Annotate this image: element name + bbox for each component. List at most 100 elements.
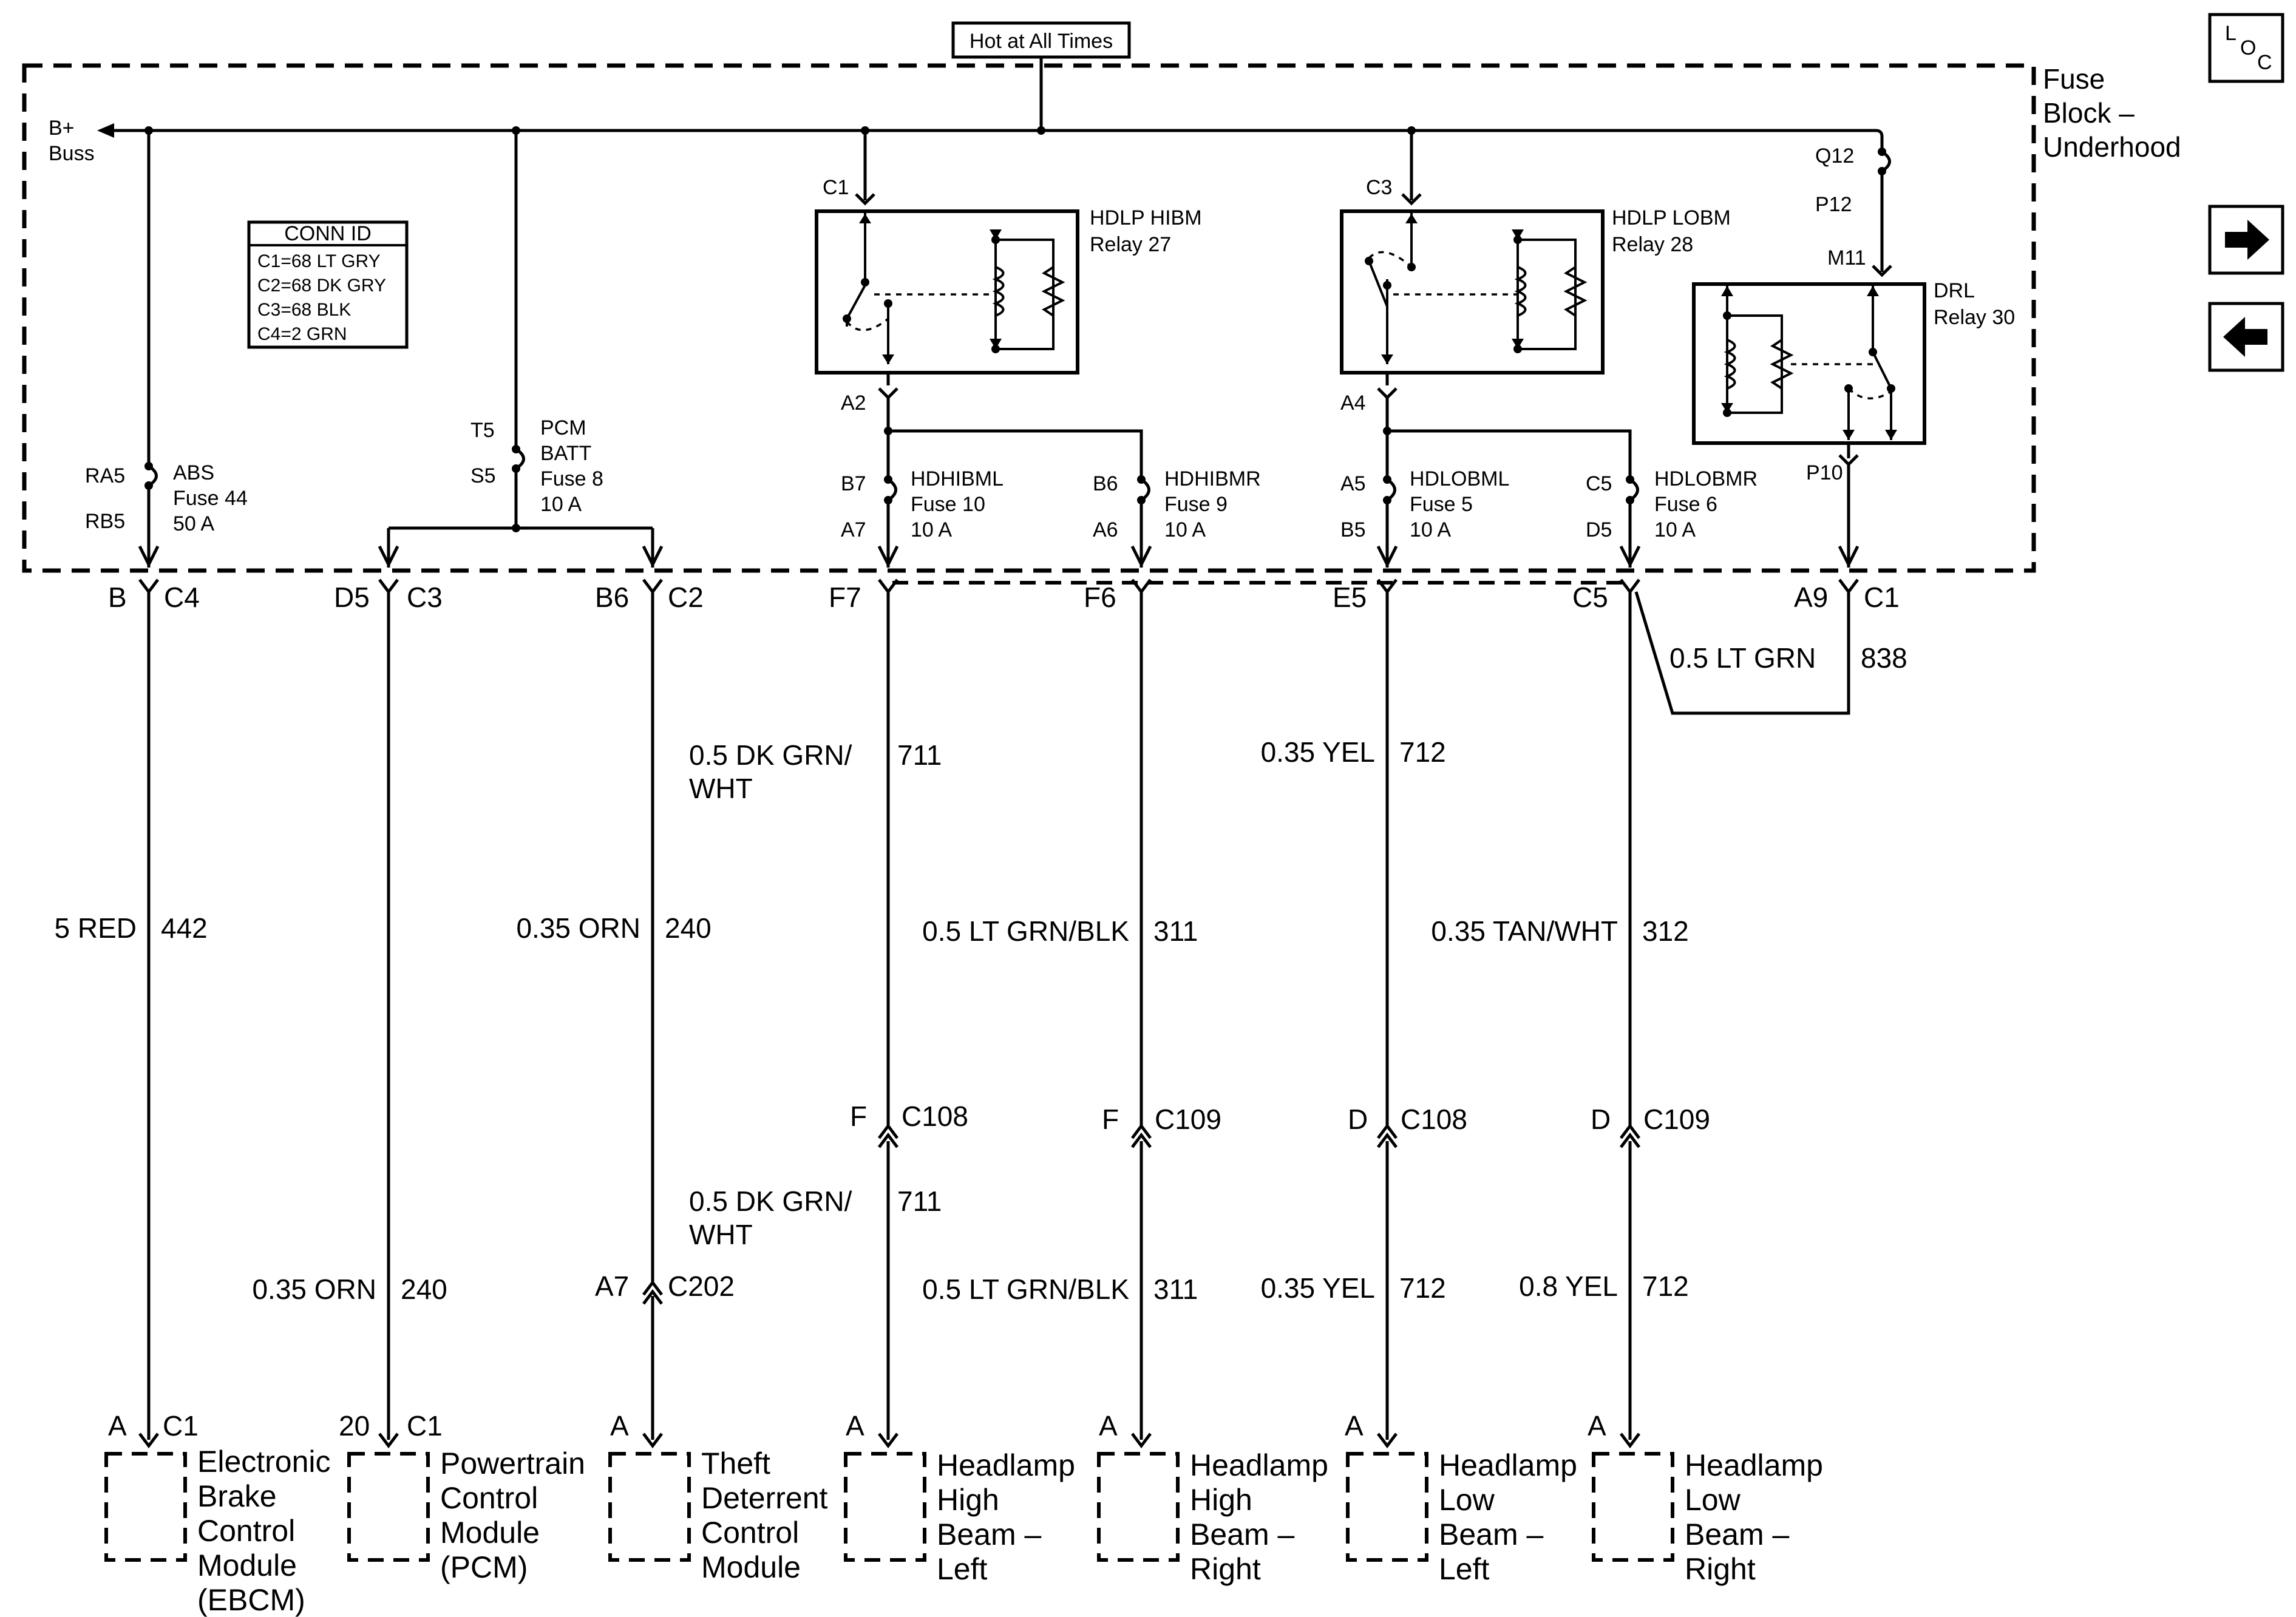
fuse-pin-label: A7 bbox=[841, 518, 866, 541]
wire-circuit: 311 bbox=[1153, 915, 1198, 947]
inline-pin: D bbox=[1348, 1103, 1368, 1135]
fuse-number: Fuse 6 bbox=[1654, 493, 1717, 516]
hdlp-hibm-relay-27 bbox=[815, 131, 1079, 431]
fuse-name: HDLOBMR bbox=[1654, 467, 1758, 490]
component-pin: A bbox=[1345, 1410, 1364, 1442]
fuse-rating: 10 A bbox=[540, 493, 582, 516]
wire-color-2: WHT bbox=[689, 773, 753, 804]
arrow-left-icon[interactable] bbox=[2208, 302, 2284, 372]
fuse-number: Fuse 44 bbox=[173, 487, 248, 510]
inline-connector: C109 bbox=[1155, 1103, 1221, 1135]
wire-color: 0.5 DK GRN/ bbox=[689, 1185, 852, 1217]
fuse-rating: 10 A bbox=[911, 518, 952, 541]
component-pin-arrows bbox=[138, 1432, 1640, 1449]
fuse-name-2: BATT bbox=[540, 442, 591, 465]
component-connector: C1 bbox=[407, 1410, 443, 1442]
component-name: Headlamp bbox=[937, 1448, 1075, 1482]
svg-text:C4=2 GRN: C4=2 GRN bbox=[257, 324, 347, 344]
component-pcm bbox=[347, 1452, 430, 1562]
hdhibml-fuse-10 bbox=[877, 431, 899, 568]
fuse-pin-label: A5 bbox=[1340, 472, 1366, 495]
component-name: Control bbox=[197, 1514, 295, 1548]
output-pin: F6 bbox=[1084, 581, 1116, 613]
relay-name: DRL bbox=[1934, 279, 1975, 302]
output-pin: C5 bbox=[1572, 581, 1608, 613]
fuse-pin-label: RA5 bbox=[85, 464, 125, 487]
component-headlamp-high-right bbox=[1097, 1452, 1180, 1562]
component-name: (EBCM) bbox=[197, 1583, 305, 1617]
conn-id-table: CONN ID C1=68 LT GRY C2=68 DK GRY C3=68 … bbox=[247, 220, 409, 349]
component-name: Headlamp bbox=[1685, 1448, 1823, 1482]
fuse-number: Fuse 9 bbox=[1164, 493, 1228, 516]
arrow-right-icon[interactable] bbox=[2208, 205, 2284, 275]
inline-pin: D bbox=[1591, 1103, 1611, 1135]
relay-number: Relay 30 bbox=[1934, 306, 2015, 329]
relay-pin: P10 bbox=[1806, 461, 1843, 484]
svg-text:C: C bbox=[2257, 51, 2272, 74]
output-pin: E5 bbox=[1333, 581, 1367, 613]
svg-text:L: L bbox=[2225, 22, 2237, 45]
wire-circuit: 712 bbox=[1399, 736, 1446, 768]
inline-pin: A7 bbox=[595, 1270, 629, 1302]
drl-relay-30 bbox=[1692, 147, 1926, 568]
fuse-pin-label: B5 bbox=[1340, 518, 1366, 541]
component-name: High bbox=[937, 1483, 999, 1517]
component-name: Module bbox=[701, 1550, 801, 1584]
component-name: Deterrent bbox=[701, 1481, 828, 1515]
bbus-label-2: Buss bbox=[49, 142, 95, 165]
fuse-pin-label: D5 bbox=[1586, 518, 1612, 541]
output-connector: C2 bbox=[668, 581, 704, 613]
wire-circuit: 312 bbox=[1642, 915, 1689, 947]
fuse-pin-label: B7 bbox=[841, 472, 866, 495]
wire-color-2: WHT bbox=[689, 1219, 753, 1250]
fuse-pin-label: RB5 bbox=[85, 510, 125, 533]
inline-pin: F bbox=[1102, 1103, 1119, 1135]
relay-pin: A2 bbox=[841, 392, 866, 415]
relay-pin: A4 bbox=[1340, 392, 1366, 415]
bus-arrowhead bbox=[97, 123, 114, 138]
component-theft-deterrent bbox=[608, 1452, 691, 1562]
wire-circuit: 712 bbox=[1399, 1272, 1446, 1304]
b-plus-bus bbox=[103, 129, 1884, 149]
component-pin: 20 bbox=[339, 1410, 370, 1442]
pcm-batt-fuse-8 bbox=[378, 131, 664, 568]
wire-color: 0.35 TAN/WHT bbox=[1431, 915, 1618, 947]
bbus-label-1: B+ bbox=[49, 117, 75, 140]
wire-color: 0.5 LT GRN/BLK bbox=[922, 1273, 1129, 1305]
fuse-block-title-1: Fuse bbox=[2043, 63, 2105, 95]
abs-fuse-44 bbox=[138, 131, 160, 568]
fuse-block-title-3: Underhood bbox=[2043, 131, 2181, 163]
component-name: Theft bbox=[701, 1446, 770, 1480]
output-pin: B bbox=[108, 581, 127, 613]
component-name: Headlamp bbox=[1190, 1448, 1328, 1482]
output-connector: C3 bbox=[407, 581, 443, 613]
hot-at-all-times-label: Hot at All Times bbox=[970, 30, 1113, 53]
component-headlamp-high-left bbox=[844, 1452, 926, 1562]
fuse-rating: 10 A bbox=[1410, 518, 1451, 541]
fuse-pin-label: S5 bbox=[470, 464, 496, 487]
svg-text:C1=68 LT GRY: C1=68 LT GRY bbox=[257, 251, 381, 271]
fuse-number: Fuse 5 bbox=[1410, 493, 1473, 516]
wire-color: 5 RED bbox=[55, 912, 137, 944]
component-name: Beam – bbox=[1190, 1517, 1295, 1551]
output-pin: A9 bbox=[1794, 581, 1828, 613]
wire-color: 0.5 LT GRN bbox=[1669, 642, 1816, 674]
wire-color: 0.35 YEL bbox=[1261, 736, 1375, 768]
component-name: Headlamp bbox=[1439, 1448, 1577, 1482]
wire-circuit: 712 bbox=[1642, 1270, 1689, 1302]
output-connector: C4 bbox=[164, 581, 200, 613]
component-headlamp-low-right bbox=[1592, 1452, 1674, 1562]
relay-pin: C1 bbox=[823, 176, 849, 199]
location-icon[interactable]: L O C bbox=[2208, 13, 2284, 83]
wire-circuit: 240 bbox=[401, 1273, 447, 1305]
svg-text:C2=68 DK GRY: C2=68 DK GRY bbox=[257, 276, 386, 296]
svg-text:C3=68 BLK: C3=68 BLK bbox=[257, 300, 351, 320]
fuse-name: PCM bbox=[540, 416, 586, 439]
fuse-rating: 50 A bbox=[173, 512, 214, 535]
hot-at-all-times-box: Hot at All Times bbox=[951, 21, 1131, 59]
wire-color: 0.35 ORN bbox=[516, 912, 640, 944]
wire-color: 0.35 YEL bbox=[1261, 1272, 1375, 1304]
relay-name: HDLP HIBM bbox=[1090, 206, 1202, 229]
fuse-name: HDHIBMR bbox=[1164, 467, 1261, 490]
